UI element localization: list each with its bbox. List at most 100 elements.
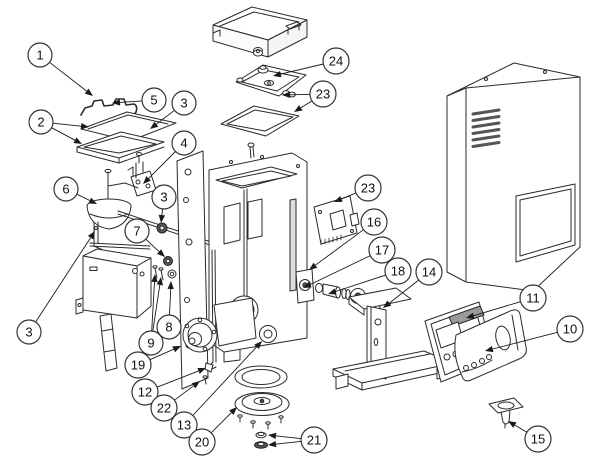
callout-circle xyxy=(322,47,350,75)
leader-line xyxy=(210,412,232,434)
dispense-valve-assembly xyxy=(295,268,383,323)
callout-circle xyxy=(131,378,159,406)
leader-arrowhead xyxy=(268,441,277,448)
callout-circle xyxy=(27,42,53,68)
callout-9: 9 xyxy=(138,274,164,356)
callout-number: 10 xyxy=(563,322,577,337)
callout-17: 17 xyxy=(303,236,396,288)
callout-number: 2 xyxy=(37,115,44,130)
mounting-washers xyxy=(254,431,268,449)
callout-6: 6 xyxy=(53,176,97,204)
callout-circle xyxy=(170,411,198,439)
leader-arrowhead xyxy=(150,121,159,129)
callout-3: 3 xyxy=(151,184,177,223)
callout-1: 1 xyxy=(27,42,93,96)
callout-circle xyxy=(53,176,79,202)
leader-arrowhead xyxy=(191,381,200,389)
brew-basket-frame xyxy=(235,64,307,98)
callout-circle xyxy=(171,90,197,116)
callout-23: 23 xyxy=(282,80,337,112)
callout-number: 17 xyxy=(375,243,389,258)
callout-circle xyxy=(138,330,164,356)
callout-16: 16 xyxy=(309,208,388,270)
callout-number: 24 xyxy=(329,54,343,69)
leader-arrowhead xyxy=(254,341,262,349)
leader-arrowhead xyxy=(282,91,291,98)
leader-line xyxy=(156,370,199,388)
leader-line xyxy=(49,61,87,92)
grommets-and-screws xyxy=(152,222,177,281)
callout-circle xyxy=(150,394,178,422)
leader-line xyxy=(119,100,143,103)
callout-circle xyxy=(151,184,177,210)
leader-line xyxy=(389,279,420,304)
hex-nut xyxy=(253,47,263,57)
callout-number: 1 xyxy=(36,48,43,63)
leader-arrowhead xyxy=(197,368,206,374)
callout-3: 3 xyxy=(16,231,95,345)
lid-gasket xyxy=(220,105,300,137)
leader-line xyxy=(156,109,175,125)
leader-line xyxy=(145,238,160,252)
fill-peg xyxy=(247,142,255,159)
leader-line xyxy=(310,255,371,285)
leader-line xyxy=(76,193,90,201)
callout-4: 4 xyxy=(143,130,197,184)
callout-circle xyxy=(556,315,584,343)
leader-line xyxy=(192,346,257,416)
leader-line xyxy=(315,229,364,266)
callout-2: 2 xyxy=(28,109,89,144)
leader-line xyxy=(35,237,91,323)
leader-line xyxy=(148,151,176,179)
leader-line xyxy=(51,127,76,141)
callout-number: 7 xyxy=(133,224,140,239)
leader-arrowhead xyxy=(383,300,392,308)
callout-circle xyxy=(519,284,547,312)
leader-line xyxy=(514,424,528,433)
leader-line xyxy=(473,301,521,317)
callout-circle xyxy=(16,319,42,345)
float-bowl xyxy=(86,168,139,230)
leader-arrowhead xyxy=(88,197,97,204)
callout-18: 18 xyxy=(328,257,412,295)
callout-21: 21 xyxy=(268,426,328,454)
callout-12: 12 xyxy=(131,368,206,406)
leader-arrowhead xyxy=(151,274,158,283)
callout-23: 23 xyxy=(334,174,382,202)
callout-number: 16 xyxy=(367,215,381,230)
callout-number: 13 xyxy=(177,418,191,433)
leader-arrowhead xyxy=(303,281,312,288)
callout-circle xyxy=(384,257,412,285)
callout-number: 6 xyxy=(62,182,69,197)
callout-number: 14 xyxy=(422,265,436,280)
leader-arrowhead xyxy=(508,421,517,428)
callout-number: 19 xyxy=(131,358,145,373)
callout-circle xyxy=(141,87,167,113)
callout-circle xyxy=(524,425,552,453)
leader-line xyxy=(174,385,194,401)
leader-line xyxy=(151,281,155,332)
callout-number: 23 xyxy=(361,181,375,196)
callout-number: 4 xyxy=(180,136,187,151)
leader-arrowhead xyxy=(229,407,237,415)
leader-arrowhead xyxy=(80,123,89,130)
callout-10: 10 xyxy=(485,315,584,353)
base-gasket-ring xyxy=(234,365,288,389)
callout-8: 8 xyxy=(156,281,182,340)
leader-line xyxy=(341,192,357,200)
leader-arrowhead xyxy=(157,249,165,257)
leader-arrowhead xyxy=(485,345,494,353)
callout-22: 22 xyxy=(150,381,200,422)
leader-line xyxy=(275,435,302,440)
callout-circle xyxy=(368,236,396,264)
callout-24: 24 xyxy=(273,47,350,78)
mounting-bracket xyxy=(332,287,454,391)
callout-11: 11 xyxy=(466,284,547,319)
leader-arrowhead xyxy=(309,262,318,270)
leader-arrowhead xyxy=(328,288,337,295)
callout-number: 8 xyxy=(165,320,172,335)
callout-number: 5 xyxy=(150,93,157,108)
